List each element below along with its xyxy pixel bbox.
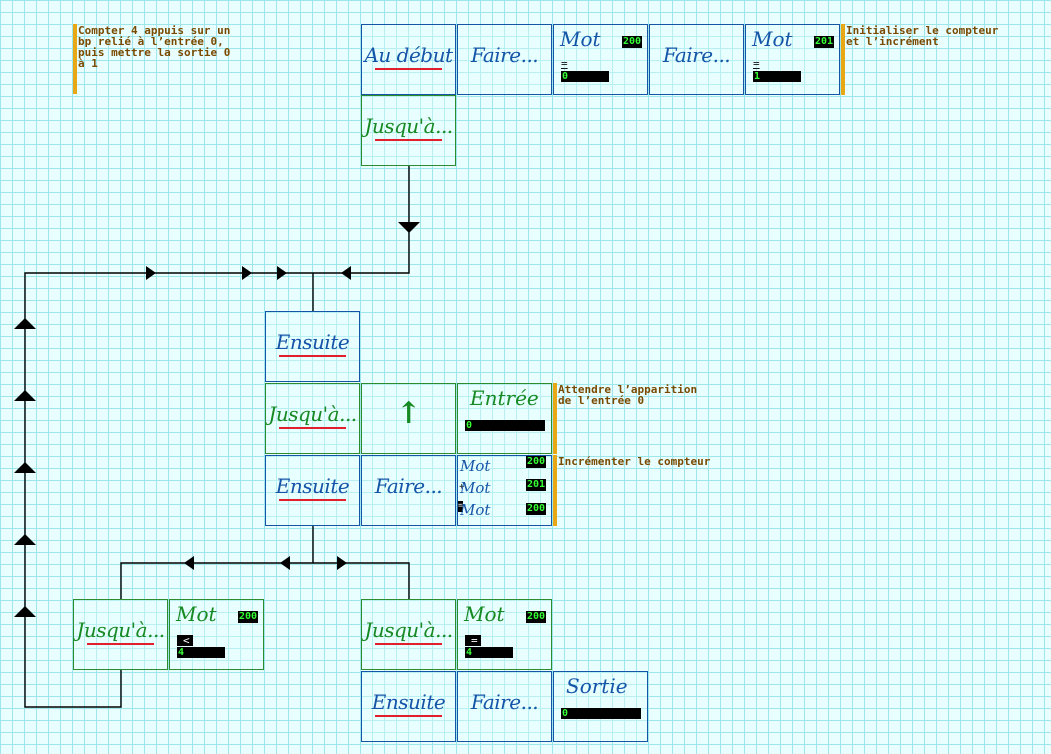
mot-label: Mot [560,27,601,51]
arrow-up-icon: ↑ [396,396,421,431]
mot-operator[interactable]: = [465,635,481,646]
mot-block-left[interactable]: Mot 200 < 4 [169,599,264,670]
faire-block-init-2[interactable]: Faire... [649,24,744,95]
mot-value-field[interactable]: 4 [465,647,513,658]
mot-operator[interactable]: = [561,57,568,70]
mot-label: Mot [752,27,793,51]
mot-value-field[interactable]: 0 [561,71,609,82]
mot-address-2[interactable]: 201 [526,479,547,491]
jusqua-block-right[interactable]: Jusqu'à... [361,599,456,670]
mot-block-init-1[interactable]: Mot 200 = 0 [553,24,648,95]
jusqua-label: Jusqu'à... [362,114,455,141]
mot-value-field[interactable]: 1 [753,71,801,82]
rising-edge-block[interactable]: ↑ [361,383,456,454]
comment-bar-wait [553,383,557,454]
mot-value-field[interactable]: 4 [177,647,225,658]
faire-block-incr[interactable]: Faire... [361,455,456,526]
comment-init: Initialiser le compteur et l’incrément [846,24,999,48]
mot-operator-equals[interactable]: = [458,501,464,512]
comment-main: Compter 4 appuis sur un bp relié à l’ent… [78,24,231,70]
au-debut-block[interactable]: Au début [361,24,456,95]
ensuite-label: Ensuite [266,330,359,357]
sortie-block[interactable]: Sortie 0 [553,671,648,742]
faire-label: Faire... [374,474,443,498]
mot-calc-block[interactable]: Mot 200 + Mot 201 = Mot 200 [457,455,552,526]
mot-address[interactable]: 201 [814,36,835,48]
mot-address[interactable]: 200 [526,611,547,623]
sortie-value-field[interactable]: 0 [561,708,641,719]
comment-bar-incr [553,455,557,526]
jusqua-label: Jusqu'à... [266,402,359,429]
ensuite-label: Ensuite [362,690,455,717]
faire-label: Faire... [470,43,539,67]
entree-block[interactable]: Entrée 0 [457,383,552,454]
mot-label-3: Mot [460,501,491,519]
jusqua-label: Jusqu'à... [362,618,455,645]
ensuite-block-sortie[interactable]: Ensuite [361,671,456,742]
ensuite-block-incr[interactable]: Ensuite [265,455,360,526]
comment-wait: Attendre l’apparition de l’entrée 0 [558,383,698,407]
mot-operator-plus[interactable]: + [459,482,465,492]
faire-block-init[interactable]: Faire... [457,24,552,95]
entree-value-field[interactable]: 0 [465,420,545,431]
ensuite-block-main[interactable]: Ensuite [265,311,360,382]
jusqua-block-wait[interactable]: Jusqu'à... [265,383,360,454]
mot-label-1: Mot [460,457,491,475]
mot-block-init-2[interactable]: Mot 201 = 1 [745,24,840,95]
entree-label: Entrée [470,386,539,410]
mot-label: Mot [464,602,505,626]
mot-address-3[interactable]: 200 [526,503,547,515]
ensuite-label: Ensuite [266,474,359,501]
sortie-label: Sortie [566,674,628,698]
jusqua-label: Jusqu'à... [74,618,167,645]
faire-block-sortie[interactable]: Faire... [457,671,552,742]
mot-label-2: Mot [460,479,491,497]
jusqua-block-top[interactable]: Jusqu'à... [361,95,456,166]
comment-incr: Incrémenter le compteur [558,455,711,468]
mot-block-right[interactable]: Mot 200 = 4 [457,599,552,670]
faire-label: Faire... [662,43,731,67]
mot-address[interactable]: 200 [238,611,259,623]
mot-operator[interactable]: = [753,57,760,70]
faire-label: Faire... [470,690,539,714]
mot-operator[interactable]: < [177,635,193,646]
au-debut-label: Au début [362,43,455,70]
comment-bar-main [73,24,77,94]
comment-bar-init [841,24,845,95]
mot-address[interactable]: 200 [622,36,643,48]
jusqua-block-left[interactable]: Jusqu'à... [73,599,168,670]
mot-address-1[interactable]: 200 [526,456,547,468]
mot-label: Mot [176,602,217,626]
